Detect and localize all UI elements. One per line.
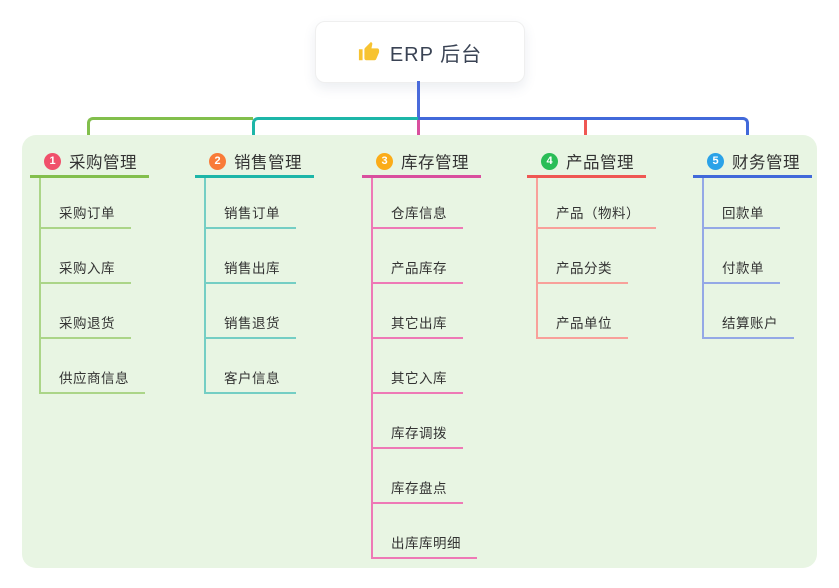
branch-heading[interactable]: 4 产品管理 xyxy=(527,147,646,178)
child-node-label: 回款单 xyxy=(704,202,780,229)
child-node[interactable]: 销售出库 xyxy=(206,229,296,284)
child-node-label: 结算账户 xyxy=(704,312,794,339)
child-node[interactable]: 库存盘点 xyxy=(373,449,477,504)
child-node-label: 产品库存 xyxy=(373,257,463,284)
connector-segment-2 xyxy=(252,117,418,147)
child-node-label: 供应商信息 xyxy=(41,367,145,394)
child-node-label: 出库库明细 xyxy=(373,532,477,559)
child-node[interactable]: 产品分类 xyxy=(538,229,656,284)
connector-segment-1 xyxy=(87,117,253,147)
child-node-label: 仓库信息 xyxy=(373,202,463,229)
child-node-label: 采购入库 xyxy=(41,257,131,284)
branch-children: 仓库信息产品库存其它出库其它入库库存调拨库存盘点出库库明细 xyxy=(371,178,477,559)
child-node[interactable]: 销售订单 xyxy=(206,178,296,229)
child-node[interactable]: 其它入库 xyxy=(373,339,477,394)
branch-heading[interactable]: 3 库存管理 xyxy=(362,147,481,178)
branch-number-badge: 3 xyxy=(376,152,393,170)
child-node[interactable]: 出库库明细 xyxy=(373,504,477,559)
branch-number-badge: 1 xyxy=(44,152,61,170)
branch-4: 4 产品管理 产品（物料） 产品分类产品单位 xyxy=(527,147,656,339)
branch-number-badge: 5 xyxy=(707,152,724,170)
branch-3: 3 库存管理 仓库信息产品库存其它出库其它入库库存调拨库存盘点出库库明细 xyxy=(362,147,481,559)
branches-panel xyxy=(22,135,817,568)
branch-heading[interactable]: 1 采购管理 xyxy=(30,147,149,178)
child-node-label: 产品单位 xyxy=(538,312,628,339)
child-node[interactable]: 产品（物料） xyxy=(538,178,656,229)
child-node-label: 付款单 xyxy=(704,257,780,284)
child-node[interactable]: 仓库信息 xyxy=(373,178,477,229)
child-node[interactable]: 采购订单 xyxy=(41,178,145,229)
child-node[interactable]: 产品库存 xyxy=(373,229,477,284)
branch-number-badge: 2 xyxy=(209,152,226,170)
branch-2: 2 销售管理 销售订单销售出库销售退货客户信息 xyxy=(195,147,314,394)
child-node-label: 客户信息 xyxy=(206,367,296,394)
branch-heading-label: 财务管理 xyxy=(732,154,800,172)
child-node[interactable]: 库存调拨 xyxy=(373,394,477,449)
branch-5: 5 财务管理 回款单付款单结算账户 xyxy=(693,147,812,339)
child-node-label: 销售订单 xyxy=(206,202,296,229)
child-node[interactable]: 其它出库 xyxy=(373,284,477,339)
child-node-label: 其它入库 xyxy=(373,367,463,394)
branch-heading-label: 采购管理 xyxy=(69,154,137,172)
branch-heading-label: 销售管理 xyxy=(234,154,302,172)
branch-number-badge: 4 xyxy=(541,152,558,170)
child-node[interactable]: 采购入库 xyxy=(41,229,145,284)
child-node-label: 销售出库 xyxy=(206,257,296,284)
connector-drop-4 xyxy=(584,120,587,146)
root-node-label: ERP 后台 xyxy=(389,43,483,66)
child-node[interactable]: 结算账户 xyxy=(704,284,794,339)
child-node-label: 库存盘点 xyxy=(373,477,463,504)
child-node[interactable]: 销售退货 xyxy=(206,284,296,339)
branch-children: 产品（物料） 产品分类产品单位 xyxy=(536,178,656,339)
child-node-label: 采购退货 xyxy=(41,312,131,339)
child-node[interactable]: 回款单 xyxy=(704,178,794,229)
child-node-label: 销售退货 xyxy=(206,312,296,339)
branch-heading[interactable]: 2 销售管理 xyxy=(195,147,314,178)
child-node[interactable]: 客户信息 xyxy=(206,339,296,394)
child-node[interactable]: 产品单位 xyxy=(538,284,656,339)
branch-heading-label: 产品管理 xyxy=(566,154,634,172)
branch-heading[interactable]: 5 财务管理 xyxy=(693,147,812,178)
root-node[interactable]: ERP 后台 xyxy=(315,21,525,83)
child-node-label: 库存调拨 xyxy=(373,422,463,449)
child-node[interactable]: 付款单 xyxy=(704,229,794,284)
child-node-label: 产品（物料） xyxy=(538,202,656,229)
child-node-label: 产品分类 xyxy=(538,257,628,284)
root-connector-line xyxy=(417,81,420,120)
branch-children: 回款单付款单结算账户 xyxy=(702,178,794,339)
branch-children: 采购订单采购入库采购退货供应商信息 xyxy=(39,178,145,394)
thumbs-up-icon xyxy=(358,41,380,63)
child-node-label: 其它出库 xyxy=(373,312,463,339)
connector-segment-5 xyxy=(418,117,749,150)
branch-children: 销售订单销售出库销售退货客户信息 xyxy=(204,178,296,394)
child-node[interactable]: 供应商信息 xyxy=(41,339,145,394)
child-node[interactable]: 采购退货 xyxy=(41,284,145,339)
child-node-label: 采购订单 xyxy=(41,202,131,229)
branch-1: 1 采购管理 采购订单采购入库采购退货供应商信息 xyxy=(30,147,149,394)
branch-heading-label: 库存管理 xyxy=(401,154,469,172)
